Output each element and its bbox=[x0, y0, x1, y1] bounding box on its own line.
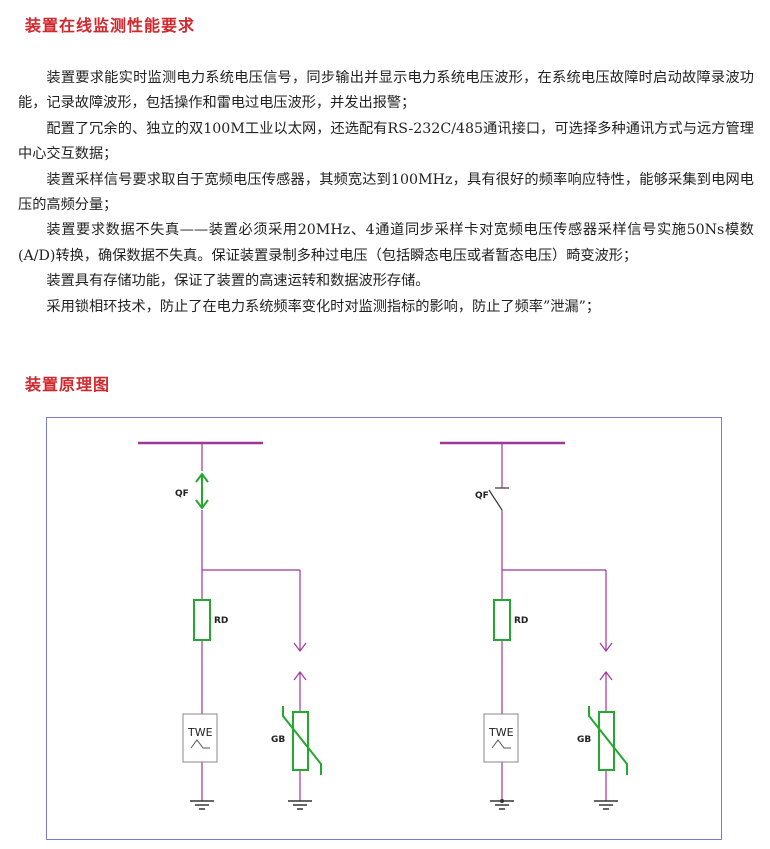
section-title-monitoring-requirements: 装置在线监测性能要求 bbox=[25, 16, 196, 35]
paragraph: 装置要求能实时监测电力系统电压信号，同步输出并显示电力系统电压波形，在系统电压故… bbox=[18, 70, 754, 112]
right-circuit bbox=[440, 441, 613, 801]
right-ground-gb bbox=[594, 800, 618, 810]
left-ground-gb bbox=[288, 800, 312, 810]
right-rd-label: RD bbox=[514, 616, 528, 626]
switch-blade bbox=[488, 489, 503, 511]
schematic-svg: QF RD TWE GB bbox=[138, 441, 628, 810]
paragraph: 装置要求数据不失真——装置必须采用20MHz、4通道同步采样卡对宽频电压传感器采… bbox=[18, 222, 754, 264]
arrow-down bbox=[293, 642, 307, 652]
wave-icon bbox=[491, 739, 511, 749]
left-qf-label: QF bbox=[175, 489, 189, 499]
ground-node bbox=[500, 799, 504, 803]
paragraph: 配置了冗余的、独立的双100M工业以太网，还选配有RS-232C/485通讯接口… bbox=[18, 120, 754, 163]
left-gb-varistor bbox=[282, 706, 322, 775]
left-rd-label: RD bbox=[214, 616, 228, 626]
left-twe-box bbox=[182, 713, 218, 763]
right-twe-box bbox=[483, 713, 519, 763]
wave-icon bbox=[190, 739, 210, 749]
section-title-schematic: 装置原理图 bbox=[25, 375, 111, 394]
paragraph: 装置具有存储功能，保证了装置的高速运转和数据波形存储。 bbox=[46, 273, 430, 290]
left-twe-label: TWE bbox=[187, 726, 213, 739]
left-gb-label: GB bbox=[271, 735, 285, 745]
right-gb-label: GB bbox=[577, 735, 591, 745]
right-gb-varistor bbox=[588, 706, 628, 775]
left-rd-fuse bbox=[193, 599, 211, 641]
paragraph: 采用锁相环技术，防止了在电力系统频率变化时对监测指标的影响，防止了频率”泄漏”； bbox=[46, 298, 601, 315]
left-circuit bbox=[138, 441, 307, 801]
left-qf-switch bbox=[195, 472, 209, 510]
schematic-diagram: QF RD TWE GB bbox=[46, 417, 722, 840]
arrow-down bbox=[599, 642, 613, 652]
left-ground-twe bbox=[190, 800, 214, 810]
right-twe-label: TWE bbox=[488, 726, 514, 739]
right-rd-fuse bbox=[493, 599, 511, 641]
paragraph: 装置采样信号要求取自于宽频电压传感器，其频宽达到100MHz，具有很好的频率响应… bbox=[18, 171, 754, 214]
right-qf-label: QF bbox=[475, 491, 489, 501]
requirements-body: 装置要求能实时监测电力系统电压信号，同步输出并显示电力系统电压波形，在系统电压故… bbox=[18, 66, 754, 320]
